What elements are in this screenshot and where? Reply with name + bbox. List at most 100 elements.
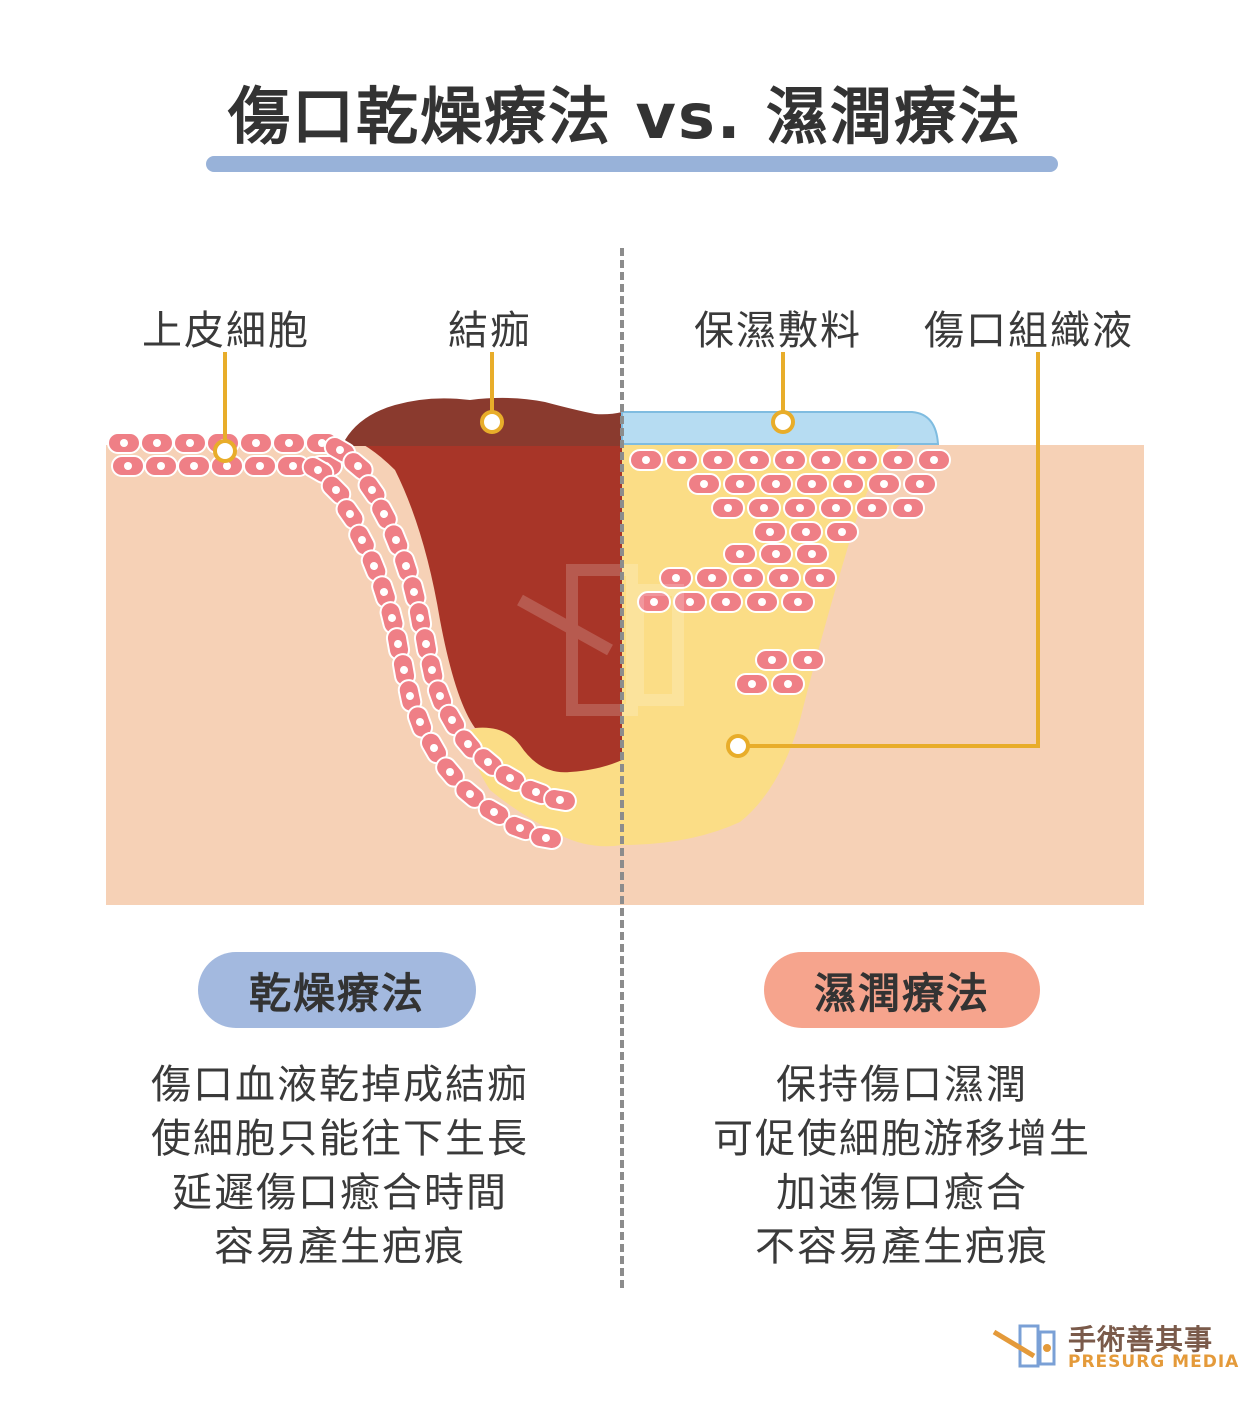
title-underline — [206, 156, 1058, 172]
moist-wound — [621, 411, 951, 845]
moist-cells — [629, 449, 951, 695]
cell — [789, 521, 823, 543]
logo-name-en: PRESURG MEDIA — [1068, 1352, 1240, 1372]
cell — [397, 679, 423, 713]
cell — [342, 451, 374, 481]
cell — [543, 787, 577, 813]
cell — [393, 549, 419, 583]
logo-name-cn: 手術善其事 — [1068, 1323, 1214, 1356]
cell — [791, 649, 825, 671]
cell — [177, 455, 211, 477]
cell — [831, 473, 865, 495]
cell — [695, 567, 729, 589]
presurg-logo-icon — [992, 1324, 1056, 1368]
cell — [881, 449, 915, 471]
cell — [781, 591, 815, 613]
cell — [239, 432, 273, 454]
dry-line: 延遲傷口癒合時間 — [172, 1170, 508, 1216]
dry-line: 容易產生疤痕 — [214, 1224, 466, 1270]
moist-line: 不容易產生疤痕 — [755, 1224, 1049, 1270]
moist-therapy-badge: 濕潤療法 — [764, 952, 1040, 1028]
cell — [767, 567, 801, 589]
cell — [803, 567, 837, 589]
cell — [701, 449, 735, 471]
dot-fluid — [726, 734, 750, 758]
cell — [629, 449, 663, 471]
dry-therapy-badge: 乾燥療法 — [198, 952, 476, 1028]
cell — [759, 473, 793, 495]
dry-line: 使細胞只能往下生長 — [151, 1116, 529, 1162]
cell — [745, 591, 779, 613]
cell — [438, 703, 466, 737]
label-wound-fluid: 傷口組織液 — [924, 308, 1134, 354]
cell — [737, 449, 771, 471]
cell — [687, 473, 721, 495]
cell — [144, 455, 178, 477]
cell — [795, 473, 829, 495]
cell — [357, 474, 387, 506]
leader-lines — [223, 352, 1040, 748]
cell — [855, 497, 889, 519]
moist-description: 保持傷口濕潤 可促使細胞游移增生 加速傷口癒合 不容易產生疤痕 — [642, 1058, 1162, 1274]
cell — [472, 747, 504, 777]
cell — [407, 601, 433, 635]
cell — [406, 705, 434, 739]
moist-fluid — [622, 445, 900, 845]
cell — [819, 497, 853, 519]
cell — [503, 814, 537, 842]
cell — [783, 497, 817, 519]
cell — [759, 543, 793, 565]
cell — [891, 497, 925, 519]
cell — [723, 543, 757, 565]
cell — [747, 497, 781, 519]
cell — [140, 432, 174, 454]
label-scab: 結痂 — [448, 308, 532, 354]
cell — [753, 521, 787, 543]
cell — [917, 449, 951, 471]
cell — [771, 673, 805, 695]
cell — [348, 523, 376, 557]
page-title: 傷口乾燥療法 vs. 濕潤療法 — [227, 80, 1023, 153]
cell — [360, 549, 388, 583]
cell — [493, 764, 527, 792]
cell — [529, 825, 563, 851]
cell — [795, 543, 829, 565]
cell — [111, 455, 145, 477]
cell — [711, 497, 745, 519]
cell — [272, 432, 306, 454]
cell — [401, 575, 427, 609]
leader-dots — [213, 410, 795, 758]
cell — [243, 455, 277, 477]
dry-wound — [107, 397, 622, 851]
leader-fluid — [748, 352, 1040, 748]
dot-scab — [480, 410, 504, 434]
cell — [867, 473, 901, 495]
watermark-logo — [517, 564, 684, 716]
cell — [773, 449, 807, 471]
moist-line: 保持傷口濕潤 — [776, 1062, 1028, 1108]
cell — [382, 523, 410, 557]
cell — [723, 473, 757, 495]
cell — [173, 432, 207, 454]
dot-epithelial — [213, 439, 237, 463]
cell — [107, 432, 141, 454]
cell — [903, 473, 937, 495]
cell — [673, 591, 707, 613]
cell — [665, 449, 699, 471]
cell — [755, 649, 789, 671]
cell — [637, 591, 671, 613]
cell — [709, 591, 743, 613]
dry-description: 傷口血液乾掉成結痂 使細胞只能往下生長 延遲傷口癒合時間 容易產生疤痕 — [80, 1058, 600, 1274]
moist-line: 加速傷口癒合 — [776, 1170, 1028, 1216]
cell — [825, 521, 859, 543]
center-divider — [620, 248, 624, 1288]
scab-body — [355, 440, 622, 773]
label-epithelial-cells: 上皮細胞 — [142, 308, 310, 354]
moist-line: 可促使細胞游移增生 — [713, 1116, 1091, 1162]
cell — [735, 673, 769, 695]
cell — [379, 601, 405, 635]
cell — [426, 679, 454, 713]
dry-line: 傷口血液乾掉成結痂 — [151, 1062, 529, 1108]
cell — [845, 449, 879, 471]
